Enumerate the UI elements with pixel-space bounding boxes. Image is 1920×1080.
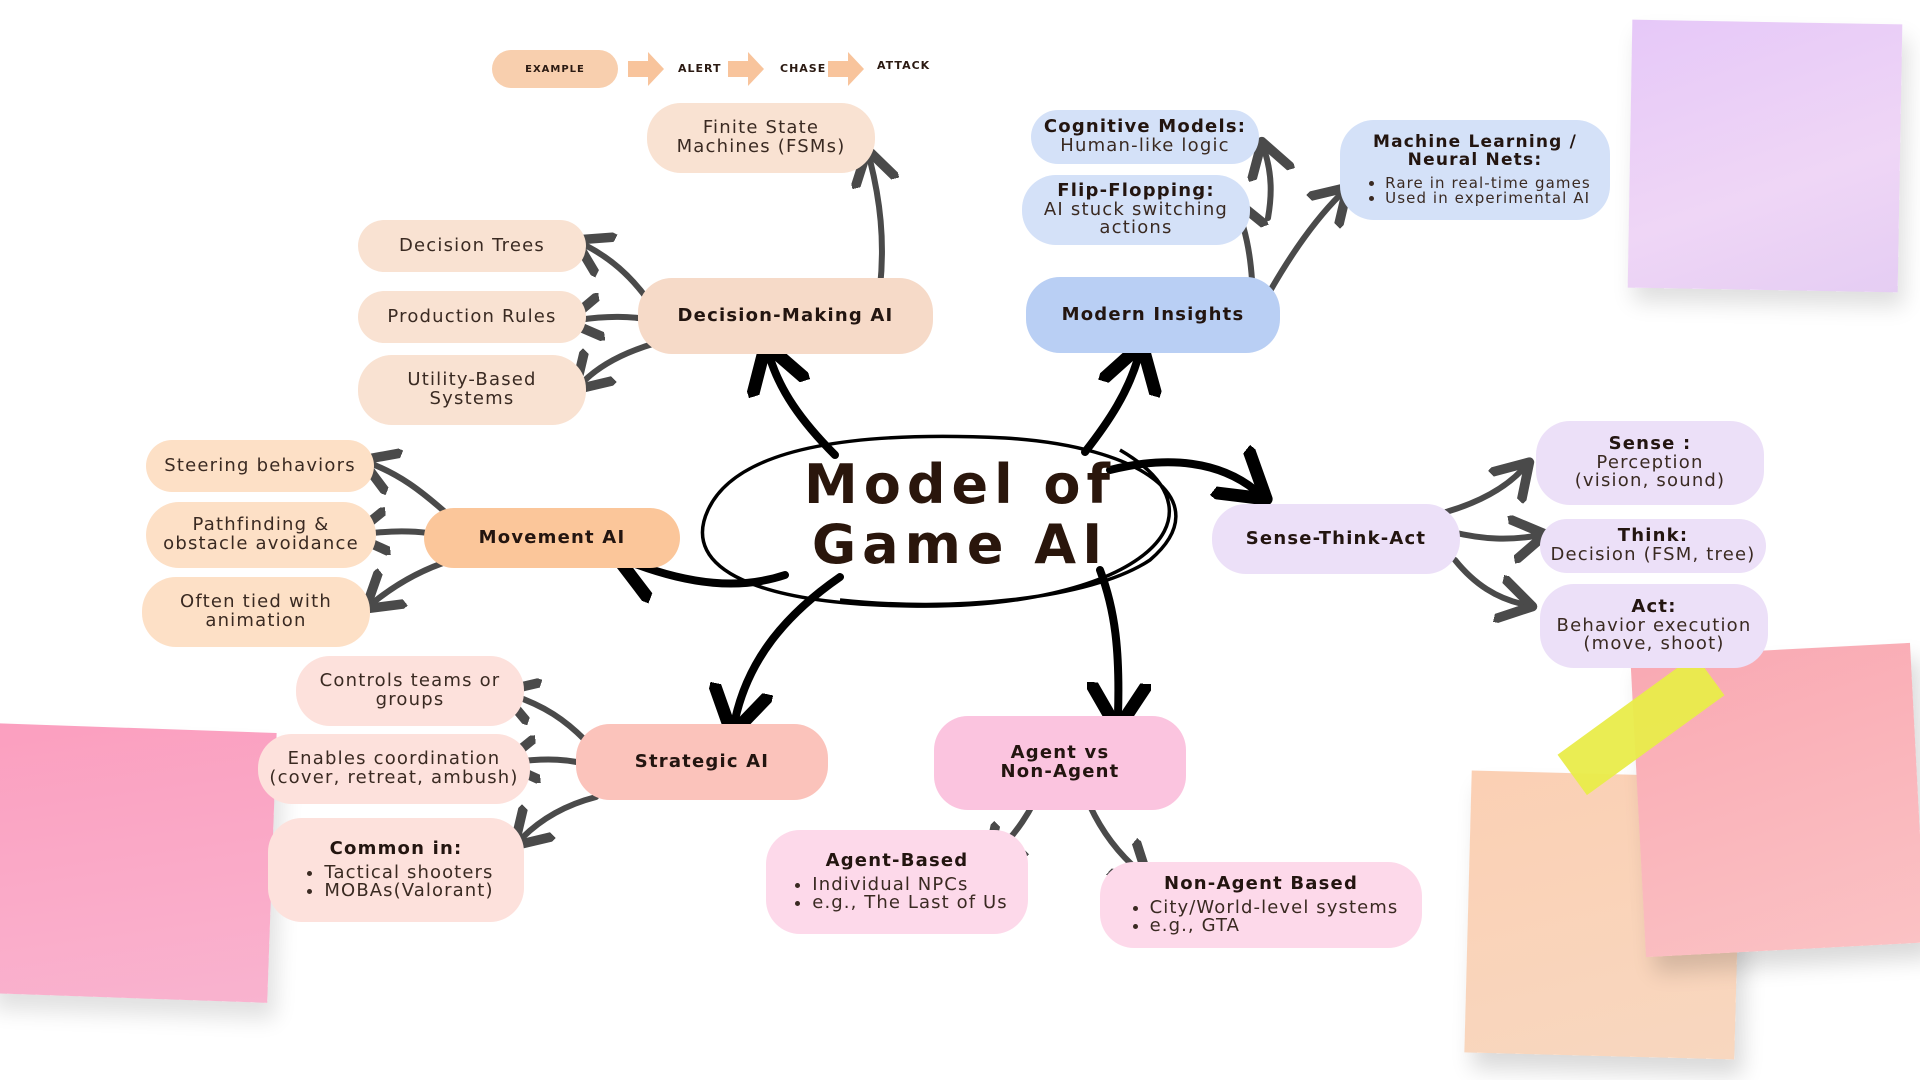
node-machine-learning-list: Rare in real-time games Used in experime…: [1359, 175, 1591, 206]
example-step-attack: ATTACK: [877, 59, 931, 72]
node-cognitive-models-text: Human-like logic: [1060, 135, 1230, 156]
node-decision-making[interactable]: Decision-Making AI: [638, 278, 933, 354]
node-act-heading: Act:: [1631, 595, 1677, 617]
node-cognitive-models[interactable]: Cognitive Models: Human-like logic: [1031, 110, 1259, 164]
node-think-heading: Think:: [1617, 525, 1689, 547]
list-item: Individual NPCs: [812, 876, 1007, 894]
node-strategic-label: Strategic AI: [634, 750, 770, 772]
node-decision-making-label: Decision-Making AI: [677, 304, 894, 326]
node-pathfinding[interactable]: Pathfinding & obstacle avoidance: [146, 502, 376, 568]
node-fsm-label: Finite State Machines (FSMs): [676, 117, 846, 157]
example-step-chase: CHASE: [780, 62, 827, 75]
node-think-text: Decision (FSM, tree): [1550, 544, 1756, 565]
node-machine-learning-heading: Machine Learning / Neural Nets:: [1372, 132, 1578, 170]
node-modern-insights-label: Modern Insights: [1061, 303, 1245, 325]
list-item: MOBAs(Valorant): [324, 882, 493, 900]
list-item: e.g., The Last of Us: [812, 894, 1007, 912]
arrow-to-sense: [1106, 462, 1255, 490]
node-non-agent-based-heading: Non-Agent Based: [1163, 872, 1359, 894]
node-steering-label: Steering behaviors: [164, 454, 356, 476]
node-movement-label: Movement AI: [478, 526, 626, 548]
node-common-in-list: Tactical shooters MOBAs(Valorant): [298, 864, 493, 900]
node-cognitive-models-heading: Cognitive Models:: [1043, 116, 1247, 138]
node-production-rules[interactable]: Production Rules: [358, 291, 586, 343]
arrow-to-strategic: [735, 573, 844, 720]
arrow-to-modern: [1081, 358, 1138, 456]
example-pill: EXAMPLE: [492, 50, 618, 88]
node-coordination[interactable]: Enables coordination (cover, retreat, am…: [258, 734, 530, 804]
node-agent-based-list: Individual NPCs e.g., The Last of Us: [786, 876, 1007, 912]
node-coordination-label: Enables coordination (cover, retreat, am…: [269, 748, 519, 788]
node-controls-teams-label: Controls teams or groups: [319, 670, 501, 710]
example-step-alert: ALERT: [678, 62, 722, 75]
node-production-rules-label: Production Rules: [387, 305, 557, 327]
list-item: Tactical shooters: [324, 864, 493, 882]
node-decision-trees-label: Decision Trees: [398, 234, 546, 256]
example-chevron-3: [828, 52, 864, 86]
node-strategic[interactable]: Strategic AI: [576, 724, 828, 800]
node-think[interactable]: Think: Decision (FSM, tree): [1540, 519, 1766, 573]
node-flip-flopping-text: AI stuck switching actions: [1043, 198, 1229, 239]
example-chevron-1: [628, 52, 664, 86]
node-utility-based[interactable]: Utility-Based Systems: [358, 355, 586, 425]
node-animation-label: Often tied with animation: [180, 591, 332, 631]
node-animation[interactable]: Often tied with animation: [142, 577, 370, 647]
node-sense-heading: Sense :: [1608, 432, 1692, 454]
node-controls-teams[interactable]: Controls teams or groups: [296, 656, 524, 726]
node-sense-text: Perception (vision, sound): [1574, 451, 1726, 492]
arrow-to-decision: [770, 358, 839, 459]
node-pathfinding-label: Pathfinding & obstacle avoidance: [163, 514, 359, 554]
node-flip-flopping[interactable]: Flip-Flopping: AI stuck switching action…: [1022, 175, 1250, 245]
node-steering[interactable]: Steering behaviors: [146, 440, 374, 492]
node-sense-think-act[interactable]: Sense-Think-Act: [1212, 504, 1460, 574]
node-common-in-heading: Common in:: [329, 837, 463, 859]
node-utility-based-label: Utility-Based Systems: [407, 369, 537, 409]
center-title-line2: Game AI: [811, 513, 1109, 577]
sticky-note-pink-left: [0, 723, 277, 1003]
node-agent-based-heading: Agent-Based: [825, 849, 969, 871]
node-agent-vs-nonagent-label: Agent vs Non-Agent: [1000, 742, 1120, 782]
center-title-line1: Model of: [803, 453, 1116, 516]
node-sense[interactable]: Sense : Perception (vision, sound): [1536, 421, 1764, 505]
list-item: Used in experimental AI: [1385, 190, 1591, 206]
node-agent-vs-nonagent[interactable]: Agent vs Non-Agent: [934, 716, 1186, 810]
node-non-agent-based-list: City/World-level systems e.g., GTA: [1124, 899, 1399, 935]
node-machine-learning[interactable]: Machine Learning / Neural Nets: Rare in …: [1340, 120, 1610, 220]
example-chevron-2: [728, 52, 764, 86]
node-act[interactable]: Act: Behavior execution (move, shoot): [1540, 584, 1768, 668]
list-item: City/World-level systems: [1150, 899, 1399, 917]
example-label: EXAMPLE: [525, 63, 585, 75]
node-act-text: Behavior execution (move, shoot): [1556, 614, 1752, 655]
center-title: Model of Game AI: [790, 453, 1130, 577]
node-decision-trees[interactable]: Decision Trees: [358, 220, 586, 272]
list-item: Rare in real-time games: [1385, 175, 1591, 191]
node-flip-flopping-heading: Flip-Flopping:: [1057, 179, 1215, 201]
node-modern-insights[interactable]: Modern Insights: [1026, 277, 1280, 353]
arrow-to-agent: [1100, 566, 1118, 715]
node-sense-think-act-label: Sense-Think-Act: [1245, 527, 1427, 549]
node-agent-based[interactable]: Agent-Based Individual NPCs e.g., The La…: [766, 830, 1028, 934]
node-non-agent-based[interactable]: Non-Agent Based City/World-level systems…: [1100, 862, 1422, 948]
node-fsm[interactable]: Finite State Machines (FSMs): [647, 103, 875, 173]
node-movement[interactable]: Movement AI: [424, 508, 680, 568]
sticky-note-purple: [1627, 19, 1903, 293]
node-common-in[interactable]: Common in: Tactical shooters MOBAs(Valor…: [268, 818, 524, 922]
list-item: e.g., GTA: [1150, 917, 1399, 935]
